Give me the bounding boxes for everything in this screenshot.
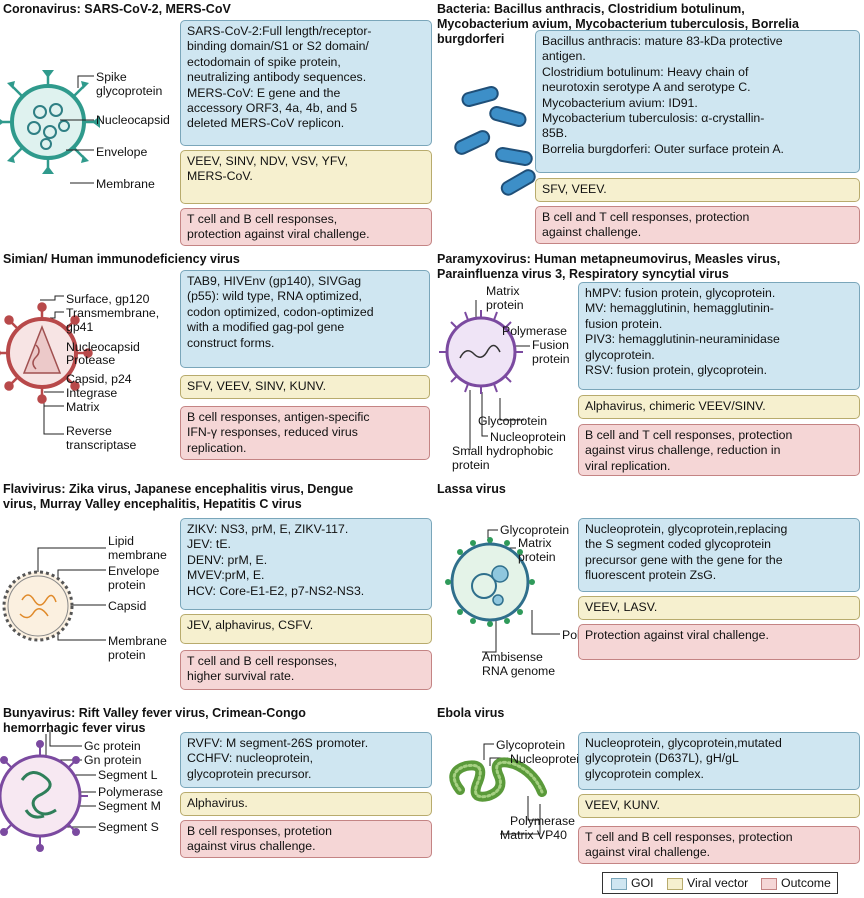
flavi-label-membrane: Membrane protein <box>108 634 167 662</box>
ebola-label-polymerase: Polymerase <box>510 814 575 828</box>
bunya-label-gc: Gc protein <box>84 739 141 753</box>
ebola-vector-box: VEEV, KUNV. <box>578 794 860 818</box>
paramyxo-goi-box: hMPV: fusion protein, glycoprotein. MV: … <box>578 282 860 390</box>
bunya-label-segment-s: Segment S <box>98 820 159 834</box>
legend-outcome-swatch <box>761 878 777 890</box>
paramyxo-label-matrix: Matrix protein <box>486 284 524 312</box>
bacteria-outcome-box: B cell and T cell responses, protection … <box>535 206 860 244</box>
ebola-label-nucleoprotein: Nucleoprotein <box>510 752 586 766</box>
bunyavirus-illustration <box>0 740 88 852</box>
hiv-label-integrase: Integrase <box>66 386 118 400</box>
bunya-label-polymerase: Polymerase <box>98 785 163 799</box>
paramyxo-label-polymerase: Polymerase <box>502 324 567 338</box>
bacteria-goi-box: Bacillus anthracis: mature 83-kDa protec… <box>535 30 860 173</box>
ebola-title: Ebola virus <box>437 706 505 720</box>
bunya-vector-box: Alphavirus. <box>180 792 432 816</box>
bunya-goi-box: RVFV: M segment-26S promoter. CCHFV: nuc… <box>180 732 432 788</box>
legend-vector-label: Viral vector <box>687 876 749 890</box>
ebola-label-matrix: Matrix VP40 <box>500 828 567 842</box>
lassa-goi-box: Nucleoprotein, glycoprotein,replacing th… <box>578 518 860 592</box>
bunya-label-segment-m: Segment M <box>98 799 161 813</box>
legend-goi-label: GOI <box>631 876 654 890</box>
ebola-outcome-box: T cell and B cell responses, protection … <box>578 826 860 864</box>
flavi-vector-box: JEV, alphavirus, CSFV. <box>180 614 432 644</box>
flavivirus-illustration <box>2 570 74 642</box>
paramyxo-vector-box: Alphavirus, chimeric VEEV/SINV. <box>578 395 860 419</box>
hiv-label-nucleocapsid: Nucleocapsid <box>66 340 140 354</box>
legend: GOI Viral vector Outcome <box>602 872 838 894</box>
lassa-label-ambisense: Ambisense RNA genome <box>482 650 556 678</box>
ebola-illustration <box>449 757 547 802</box>
bacteria-title: Bacteria: Bacillus anthracis, Clostridiu… <box>437 2 799 46</box>
legend-outcome-label: Outcome <box>781 876 831 890</box>
ebola-label-glycoprotein: Glycoprotein <box>496 738 566 752</box>
bunya-outcome-box: B cell responses, protetion against viru… <box>180 820 432 858</box>
corona-vector-box: VEEV, SINV, NDV, VSV, YFV, MERS-CoV. <box>180 150 432 204</box>
bunya-label-segment-l: Segment L <box>98 768 158 782</box>
paramyxo-label-glycoprotein: Glycoprotein <box>478 414 548 428</box>
hiv-vector-box: SFV, VEEV, SINV, KUNV. <box>180 375 430 399</box>
paramyxo-label-small-hydrophobic: Small hydrophobic protein <box>452 444 554 472</box>
corona-title: Coronavirus: SARS-CoV-2, MERS-CoV <box>3 2 231 16</box>
corona-outcome-box: T cell and B cell responses, protection … <box>180 208 432 246</box>
legend-vector-swatch <box>667 878 683 890</box>
hiv-title: Simian/ Human immunodeficiency virus <box>3 252 240 266</box>
ebola-goi-box: Nucleoprotein, glycoprotein,mutated glyc… <box>578 732 860 790</box>
hiv-label-transmembrane: Transmembrane, gp41 <box>66 306 160 334</box>
hiv-illustration <box>0 302 93 404</box>
hiv-label-surface: Surface, gp120 <box>66 292 150 306</box>
hiv-outcome-box: B cell responses, antigen-specific IFN-γ… <box>180 406 430 460</box>
legend-goi-swatch <box>611 878 627 890</box>
flavi-label-capsid: Capsid <box>108 599 147 613</box>
hiv-label-protease: Protease <box>66 353 116 367</box>
flavi-label-envelope: Envelope protein <box>108 564 160 592</box>
bacteria-vector-box: SFV, VEEV. <box>535 178 860 202</box>
lassa-vector-box: VEEV, LASV. <box>578 596 860 620</box>
paramyxovirus-illustration <box>439 310 523 394</box>
corona-label-envelope: Envelope <box>96 145 148 159</box>
paramyxo-title: Paramyxovirus: Human metapneumovirus, Me… <box>437 252 781 281</box>
bunya-label-gn: Gn protein <box>84 753 142 767</box>
flavi-outcome-box: T cell and B cell responses, higher surv… <box>180 650 432 690</box>
corona-label-nucleocapsid: Nucleocapsid <box>96 113 170 127</box>
hiv-label-matrix: Matrix <box>66 400 100 414</box>
hiv-label-capsid: Capsid, p24 <box>66 372 132 386</box>
paramyxo-outcome-box: B cell and T cell responses, protection … <box>578 424 860 476</box>
lassa-title: Lassa virus <box>437 482 506 496</box>
lassa-illustration <box>445 537 535 627</box>
lassa-outcome-box: Protection against viral challenge. <box>578 624 860 660</box>
lassa-label-matrix: Matrix protein <box>518 536 556 564</box>
coronavirus-illustration <box>0 70 100 174</box>
paramyxo-label-nucleoprotein: Nucleoprotein <box>490 430 566 444</box>
hiv-label-reverse-transcriptase: Reverse transcriptase <box>66 424 137 452</box>
corona-label-membrane: Membrane <box>96 177 155 191</box>
bacteria-illustration <box>454 86 536 196</box>
lassa-label-glycoprotein: Glycoprotein <box>500 523 570 537</box>
corona-goi-box: SARS-CoV-2:Full length/receptor- binding… <box>180 20 432 146</box>
bunya-title: Bunyavirus: Rift Valley fever virus, Cri… <box>3 706 306 735</box>
hiv-goi-box: TAB9, HIVEnv (gp140), SIVGag (p55): wild… <box>180 270 430 368</box>
corona-label-spike: Spike glycoprotein <box>96 70 163 98</box>
flavi-goi-box: ZIKV: NS3, prM, E, ZIKV-117. JEV: tE. DE… <box>180 518 432 610</box>
flavi-title: Flavivirus: Zika virus, Japanese encepha… <box>3 482 354 511</box>
flavi-label-lipid: Lipid membrane <box>108 534 167 562</box>
paramyxo-label-fusion: Fusion protein <box>532 338 570 366</box>
